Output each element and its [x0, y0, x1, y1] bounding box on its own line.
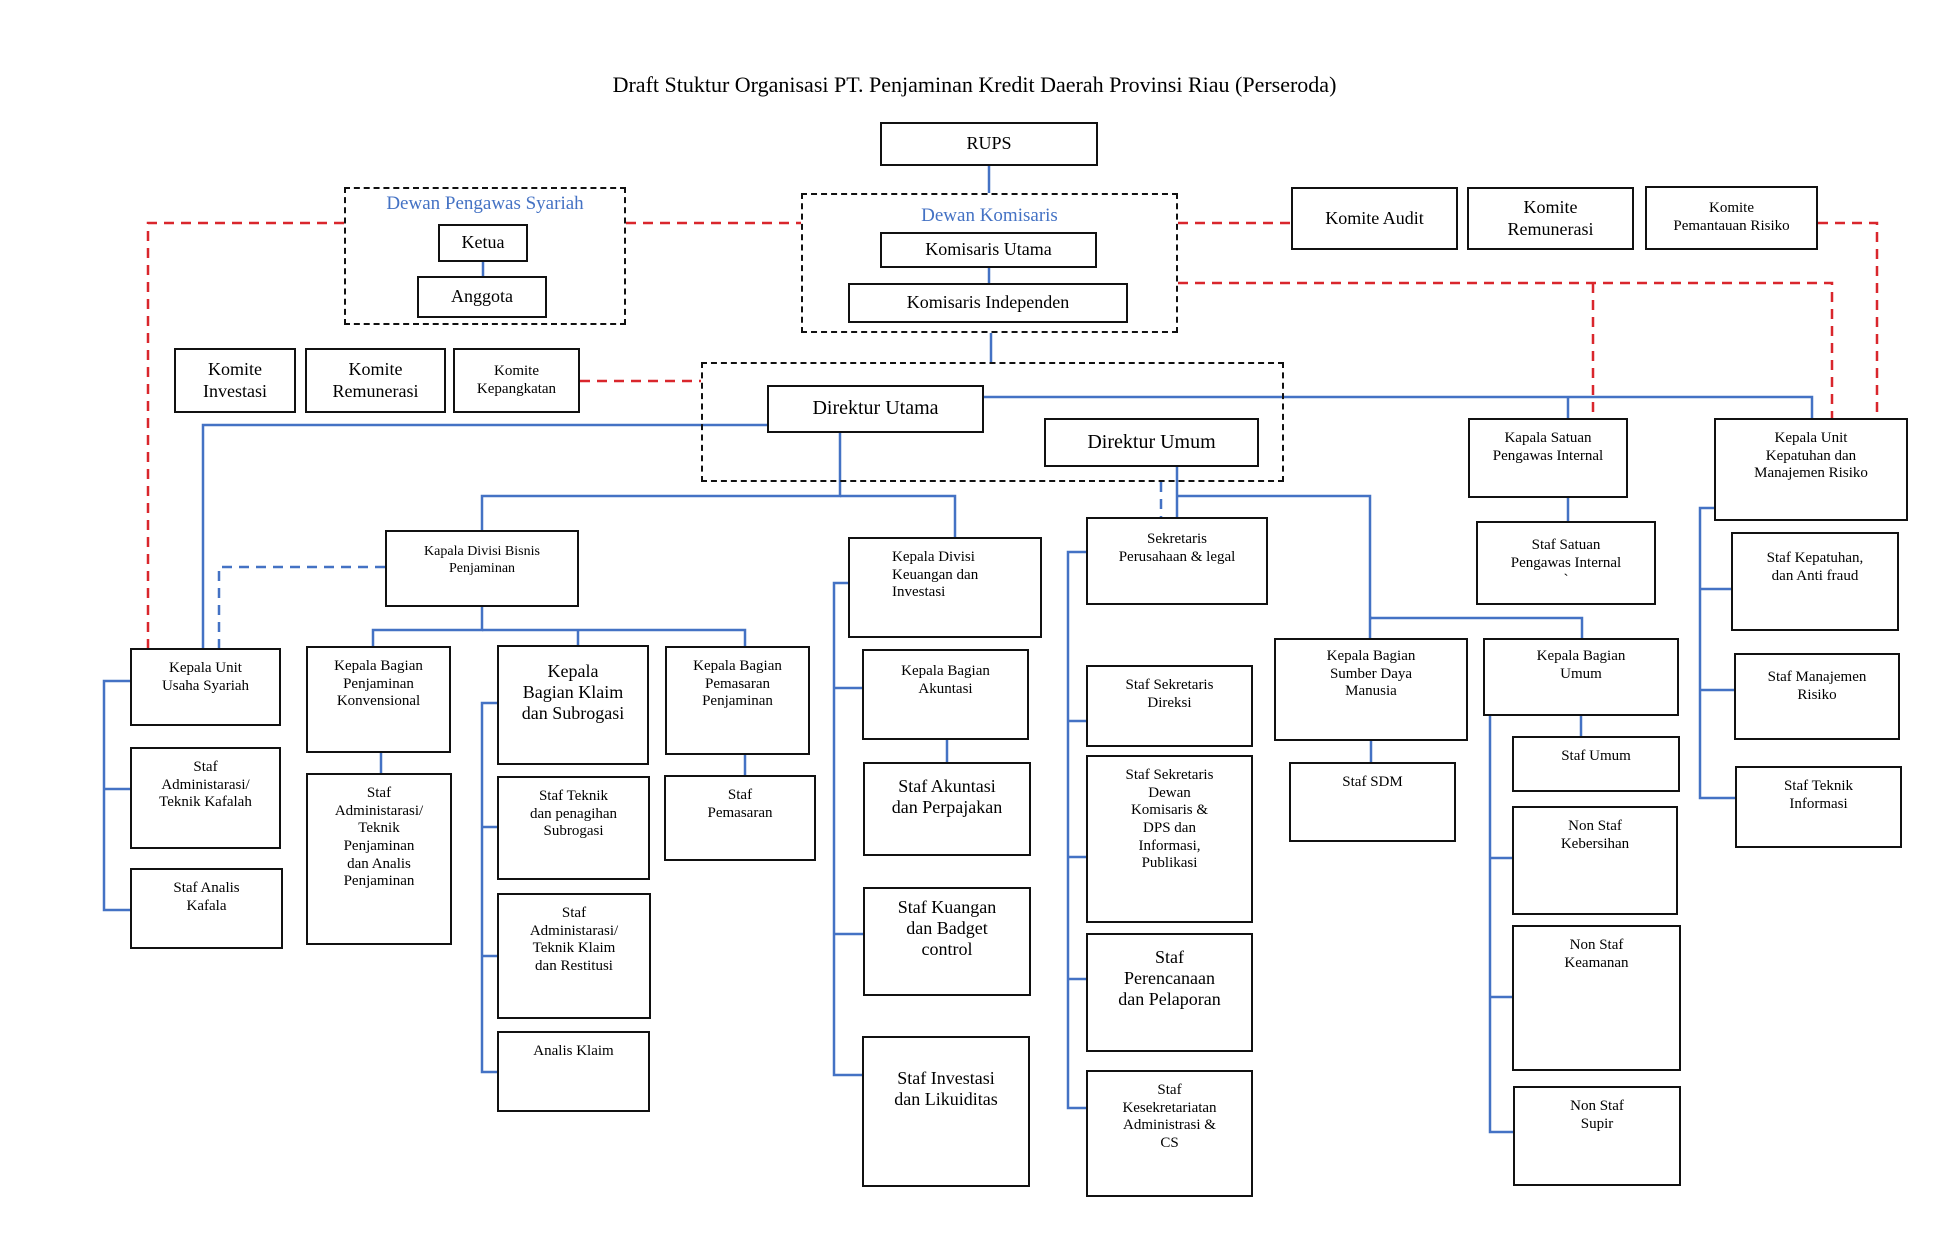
node-kadiv-keuangan[interactable]: Kepala Divisi Keuangan dan Investasi — [848, 537, 1042, 638]
node-staf-kepatuhan[interactable]: Staf Kepatuhan, dan Anti fraud — [1731, 532, 1899, 631]
group-direksi — [701, 362, 1284, 482]
line-uus-bracket — [102, 679, 130, 912]
group-dewan-komisaris: Dewan Komisaris — [801, 193, 1178, 333]
line-umum-bracket — [1488, 716, 1513, 1134]
node-staf-klaim-restitusi[interactable]: Staf Administarasi/ Teknik Klaim dan Res… — [497, 893, 651, 1019]
line-sekper-bracket — [1066, 550, 1086, 1110]
line-bisnis-uus-dashed — [217, 565, 385, 648]
node-staf-perencanaan[interactable]: Staf Perencanaan dan Pelaporan — [1086, 933, 1253, 1052]
group-dewan-pengawas-syariah: Dewan Pengawas Syariah — [344, 187, 626, 325]
node-anggota[interactable]: Anggota — [417, 276, 547, 318]
node-rups[interactable]: RUPS — [880, 122, 1098, 166]
node-non-staf-keamanan[interactable]: Non Staf Keamanan — [1512, 925, 1681, 1071]
line-to-kabag-sdm-umum — [1370, 616, 1584, 638]
node-kepala-kepatuhan[interactable]: Kepala Unit Kepatuhan dan Manajemen Risi… — [1714, 418, 1908, 521]
line-klaim-bracket — [480, 701, 497, 1074]
node-staf-umum[interactable]: Staf Umum — [1512, 736, 1680, 792]
node-kabag-pemasaran[interactable]: Kepala Bagian Pemasaran Penjaminan — [665, 646, 810, 755]
dotted-blue-lines — [217, 482, 1163, 648]
node-staf-analis-kafala[interactable]: Staf Analis Kafala — [130, 868, 283, 949]
node-komisaris-independen[interactable]: Komisaris Independen — [848, 283, 1128, 323]
node-analis-klaim[interactable]: Analis Klaim — [497, 1031, 650, 1112]
node-kabag-konvensional[interactable]: Kepala Bagian Penjaminan Konvensional — [306, 646, 451, 753]
line-kepatuhan-bracket — [1698, 506, 1735, 800]
chart-title: Draft Stuktur Organisasi PT. Penjaminan … — [612, 72, 1337, 97]
node-staf-manajemen-risiko[interactable]: Staf Manajemen Risiko — [1734, 653, 1900, 740]
node-staf-subrogasi[interactable]: Staf Teknik dan penagihan Subrogasi — [497, 776, 650, 880]
node-direktur-umum[interactable]: Direktur Umum — [1044, 418, 1259, 467]
line-dirum-right — [1177, 494, 1372, 618]
node-kepala-uus[interactable]: Kepala Unit Usaha Syariah — [130, 648, 281, 726]
node-staf-investasi[interactable]: Staf Investasi dan Likuiditas — [862, 1036, 1030, 1187]
node-staf-kesekretariatan[interactable]: Staf Kesekretariatan Administrasi & CS — [1086, 1070, 1253, 1197]
line-red-dk-down — [1178, 281, 1834, 418]
node-komite-remunerasi-dk[interactable]: Komite Remunerasi — [1467, 187, 1634, 250]
node-staf-spi[interactable]: Staf Satuan Pengawas Internal ` — [1476, 521, 1656, 605]
node-staf-sekretaris-dk[interactable]: Staf Sekretaris Dewan Komisaris & DPS da… — [1086, 755, 1253, 923]
node-staf-kafalah[interactable]: Staf Administarasi/ Teknik Kafalah — [130, 747, 281, 849]
node-staf-pemasaran[interactable]: Staf Pemasaran — [664, 775, 816, 861]
node-kepala-spi[interactable]: Kapala Satuan Pengawas Internal — [1468, 418, 1628, 498]
line-dirut-down — [480, 433, 842, 530]
reporting-lines — [102, 166, 1814, 1134]
coordination-lines — [146, 221, 1879, 648]
line-dirut-uus — [201, 423, 767, 648]
node-komite-investasi[interactable]: Komite Investasi — [174, 348, 296, 413]
group-label-dps: Dewan Pengawas Syariah — [386, 193, 584, 214]
node-komite-pemantauan-risiko[interactable]: Komite Pemantauan Risiko — [1645, 186, 1818, 250]
node-kabag-klaim[interactable]: Kepala Bagian Klaim dan Subrogasi — [497, 645, 649, 765]
node-non-staf-supir[interactable]: Non Staf Supir — [1513, 1086, 1681, 1186]
node-sekretaris-perusahaan[interactable]: Sekretaris Perusahaan & legal — [1086, 517, 1268, 605]
node-staf-keuangan-budget[interactable]: Staf Kuangan dan Badget control — [863, 887, 1031, 996]
group-label-dk: Dewan Komisaris — [921, 205, 1058, 226]
line-red-pemantauan — [1818, 221, 1879, 418]
line-red-dps-uus — [146, 221, 344, 648]
node-kabag-umum[interactable]: Kepala Bagian Umum — [1483, 638, 1679, 716]
line-dirut-right — [984, 395, 1814, 418]
node-kadiv-bisnis[interactable]: Kapala Divisi Bisnis Penjaminan — [385, 530, 579, 607]
node-staf-penjaminan[interactable]: Staf Administarasi/ Teknik Penjaminan da… — [306, 773, 452, 945]
line-bisnis-down — [371, 607, 484, 646]
node-komite-remunerasi-dir[interactable]: Komite Remunerasi — [305, 348, 446, 413]
line-bisnis-right — [482, 628, 747, 646]
line-keu-bracket — [832, 581, 862, 1077]
node-staf-akuntasi[interactable]: Staf Akuntasi dan Perpajakan — [863, 762, 1031, 856]
node-staf-sekretaris-direksi[interactable]: Staf Sekretaris Direksi — [1086, 665, 1253, 747]
node-staf-teknik-informasi[interactable]: Staf Teknik Informasi — [1735, 766, 1902, 848]
node-kabag-akuntasi[interactable]: Kepala Bagian Akuntasi — [862, 649, 1029, 740]
node-komite-audit[interactable]: Komite Audit — [1291, 187, 1458, 250]
node-non-staf-kebersihan[interactable]: Non Staf Kebersihan — [1512, 806, 1678, 915]
node-ketua[interactable]: Ketua — [438, 224, 528, 262]
node-kabag-sdm[interactable]: Kepala Bagian Sumber Daya Manusia — [1274, 638, 1468, 741]
node-staf-sdm[interactable]: Staf SDM — [1289, 762, 1456, 842]
node-komite-kepangkatan[interactable]: Komite Kepangkatan — [453, 348, 580, 413]
line-to-kadiv-keu — [840, 494, 957, 537]
node-direktur-utama[interactable]: Direktur Utama — [767, 385, 984, 433]
node-komisaris-utama[interactable]: Komisaris Utama — [880, 232, 1097, 268]
